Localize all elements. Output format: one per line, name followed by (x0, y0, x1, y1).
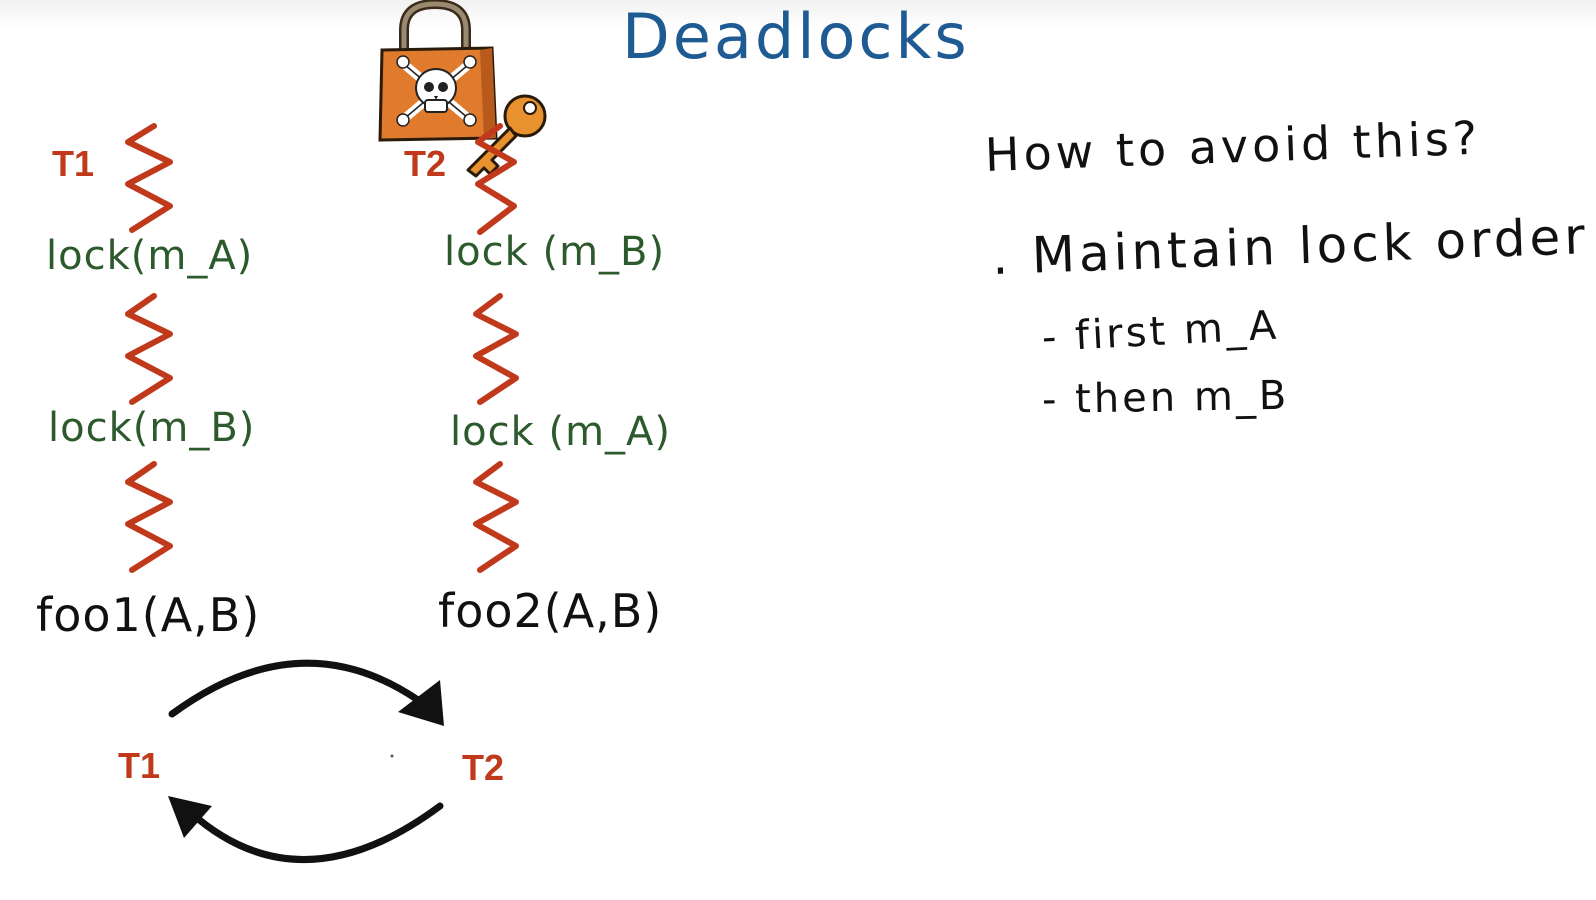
lock-order-step-then: - then m_B (1041, 372, 1290, 423)
t1-squiggle-3 (125, 461, 173, 573)
t1-squiggle-2 (125, 293, 173, 405)
arrowhead-right-icon (398, 680, 444, 726)
t1-lock-first: lock(m_A) (46, 233, 254, 279)
page-title: Deadlocks (622, 0, 970, 73)
t2-label: T2 (404, 143, 447, 184)
t2-lock-second: lock (m_A) (450, 409, 671, 455)
cycle-node-t2: T2 (462, 747, 505, 788)
t1-lock-second: lock(m_B) (48, 405, 256, 451)
t1-call: foo1(A,B) (36, 588, 261, 642)
t1-label: T1 (52, 143, 95, 184)
t2-squiggle-1 (475, 123, 517, 235)
t2-squiggle-3 (473, 461, 519, 573)
arrow-t2-to-t1 (186, 802, 444, 863)
t2-lock-first: lock (m_B) (444, 229, 666, 275)
lock-order-step-first: - first m_A (1040, 302, 1281, 361)
t1-squiggle-1 (125, 123, 173, 233)
t2-call: foo2(A,B) (438, 584, 663, 638)
t2-squiggle-2 (473, 293, 519, 405)
arrowhead-left-icon (168, 796, 212, 838)
arrow-t1-to-t2 (168, 659, 422, 718)
cycle-node-t1: T1 (118, 745, 161, 786)
